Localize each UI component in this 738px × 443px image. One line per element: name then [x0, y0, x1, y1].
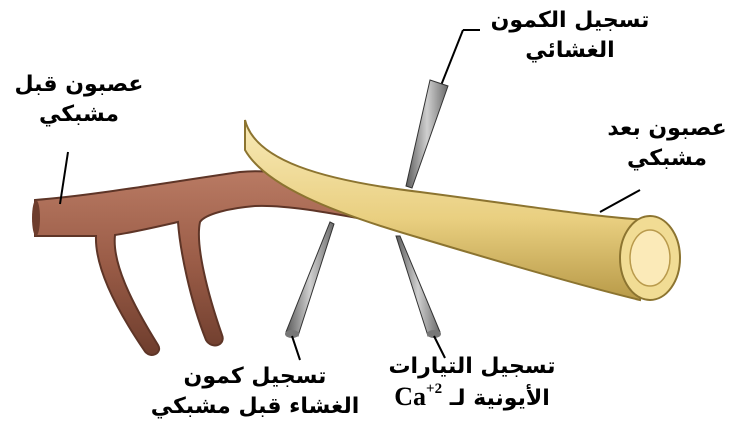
- electrode-membrane-recording: [406, 30, 480, 188]
- label-presynaptic-neuron: عصبون قبل مشبكي: [4, 70, 154, 130]
- label-ion-current-recording-line1: تسجيل التيارات: [372, 352, 572, 382]
- label-presynaptic-neuron-line1: عصبون قبل: [4, 70, 154, 100]
- label-presynaptic-membrane-recording-line2: الغشاء قبل مشبكي: [150, 392, 360, 422]
- label-ion-current-recording: تسجيل التيارات الأيونية لـ Ca+2: [372, 352, 572, 414]
- calcium-ion-symbol: Ca+2: [394, 382, 442, 412]
- label-membrane-recording-line1: تسجيل الكمون: [478, 6, 662, 36]
- label-ion-current-recording-line2: الأيونية لـ Ca+2: [372, 382, 572, 414]
- label-ion-current-recording-prefix: الأيونية لـ: [450, 386, 550, 411]
- label-postsynaptic-neuron: عصبون بعد مشبكي: [598, 114, 736, 174]
- label-presynaptic-membrane-recording: تسجيل كمون الغشاء قبل مشبكي: [150, 362, 360, 422]
- label-postsynaptic-neuron-line1: عصبون بعد: [598, 114, 736, 144]
- electrode-presynaptic-recording: [285, 222, 334, 360]
- pointer-postsynaptic: [600, 190, 640, 212]
- calcium-symbol: Ca: [394, 382, 426, 411]
- label-presynaptic-membrane-recording-line1: تسجيل كمون: [150, 362, 360, 392]
- calcium-charge: +2: [426, 381, 442, 397]
- label-membrane-recording-line2: الغشائي: [478, 36, 662, 66]
- label-membrane-recording: تسجيل الكمون الغشائي: [478, 6, 662, 66]
- electrode-calcium-recording: [396, 236, 445, 358]
- label-presynaptic-neuron-line2: مشبكي: [4, 100, 154, 130]
- label-postsynaptic-neuron-line2: مشبكي: [598, 144, 736, 174]
